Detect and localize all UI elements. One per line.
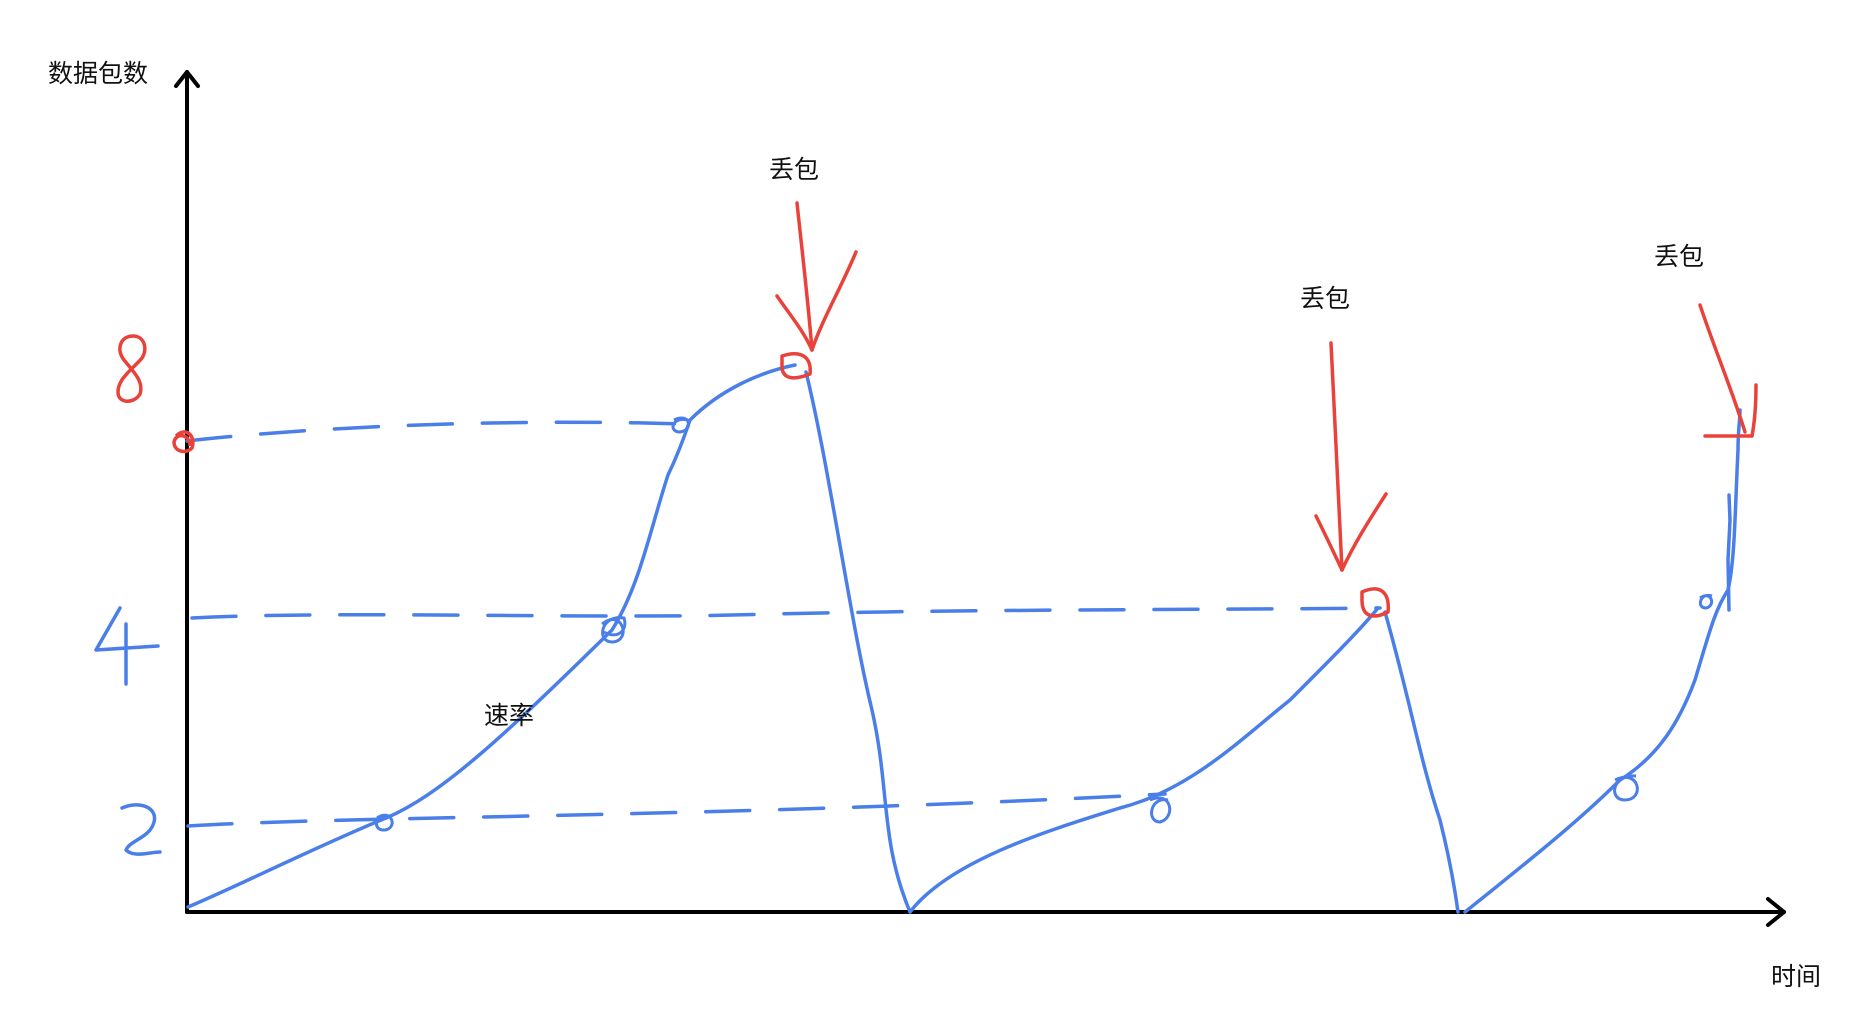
loss-box-2 <box>1360 587 1390 618</box>
loss-box-1 <box>780 352 812 380</box>
loss-arrow-3-head <box>1703 383 1758 438</box>
curve-segment-slow-start-1 <box>186 363 797 909</box>
tick-8-glyph <box>116 334 147 403</box>
curve-segment-growth-2 <box>908 606 1380 914</box>
y-tick-label-2: 2 <box>140 831 141 833</box>
curve-marker-late <box>1613 774 1639 802</box>
loss-label-3: 丢包 <box>1654 242 1705 271</box>
reference-lines <box>185 420 1382 828</box>
reference-line-4 <box>190 606 1382 620</box>
curve-marker-mid <box>1149 796 1172 824</box>
tick-4-glyph <box>94 606 160 686</box>
loss-arrow-2-shaft <box>1329 341 1344 572</box>
y-tick-numerals <box>94 334 162 856</box>
x-axis-label: 时间 <box>1771 962 1822 991</box>
window-curve <box>186 363 1742 914</box>
tick-2-glyph <box>120 803 162 856</box>
y-axis-label: 数据包数 <box>48 59 149 88</box>
loss-arrow-2-head <box>1314 492 1388 572</box>
loss-arrow-3-shaft <box>1698 303 1747 434</box>
curve-marker-top <box>1698 593 1714 610</box>
loss-label-1: 丢包 <box>769 155 820 184</box>
x-axis-arrowhead <box>1766 897 1786 927</box>
loss-arrow-1-shaft <box>795 201 814 352</box>
curve-segment-drop-1 <box>804 370 912 914</box>
loss-arrow-1-head <box>775 250 858 352</box>
curve-marker-2 <box>375 813 394 832</box>
curve-marker-8 <box>671 416 690 434</box>
curve-segment-drop-2 <box>1383 610 1460 914</box>
curve-segment-growth-3 <box>1463 408 1742 914</box>
y-axis-arrowhead <box>174 70 200 88</box>
reference-line-8 <box>185 420 686 443</box>
curve-tail-stroke <box>1726 493 1732 612</box>
axes <box>174 70 1786 927</box>
reference-line-2 <box>186 792 1167 828</box>
loss-markers <box>775 201 1758 618</box>
curve-marker-4 <box>601 616 627 644</box>
y-axis-marker-8 <box>172 430 195 454</box>
curve-markers <box>375 416 1714 832</box>
rate-label: 速率 <box>484 701 535 730</box>
loss-label-2: 丢包 <box>1300 284 1351 313</box>
